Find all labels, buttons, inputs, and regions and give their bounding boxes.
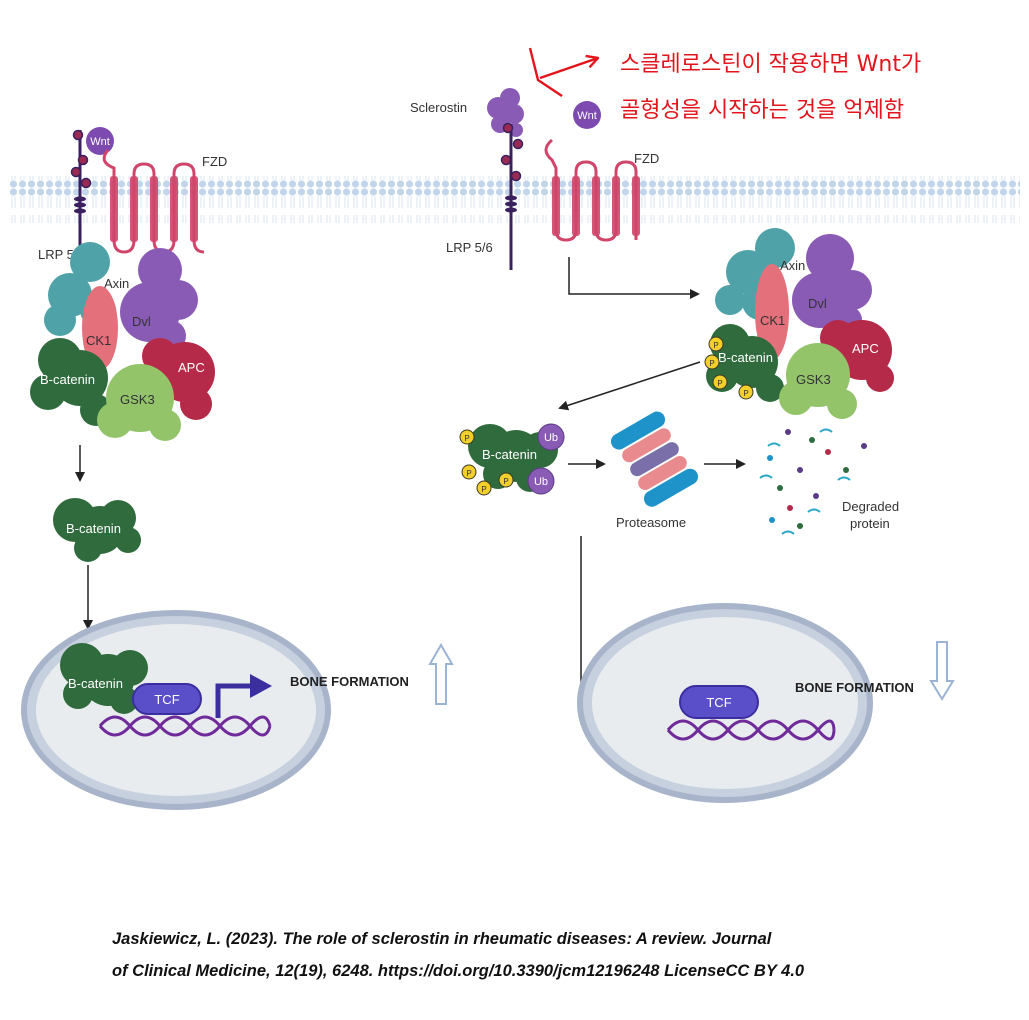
annotation-line-2: 골형성을 시작하는 것을 억제함 [620, 98, 905, 123]
proteasome-label: Proteasome [616, 515, 686, 530]
fzd-receptor-right [544, 138, 638, 242]
bcatenin-label-left-free: B-catenin [66, 521, 121, 536]
bcatenin-label-right-complex: B-catenin [718, 350, 773, 365]
bcatenin-label-ub: B-catenin [482, 447, 537, 462]
apc-label-right: APC [852, 341, 879, 356]
tcf-label-right: TCF [706, 695, 731, 710]
phosphate-label: P [466, 469, 471, 478]
dvl-protein-left [120, 248, 198, 352]
dna-strand-right-b [666, 719, 836, 741]
axin-label-right: Axin [780, 258, 805, 273]
wnt-label-left: Wnt [90, 136, 110, 148]
axin-label-left: Axin [104, 276, 129, 291]
phosphate-label: P [464, 434, 469, 443]
sclerostin-protein [487, 88, 524, 137]
phosphate-label: P [717, 379, 722, 388]
fzd-helices-right [552, 176, 640, 236]
phosphate-label: P [713, 341, 718, 350]
up-arrow-icon [428, 643, 454, 705]
arrow-right-1 [568, 257, 700, 299]
phosphate-group-complex: P P P P [704, 336, 754, 400]
phosphate-label: P [481, 485, 486, 494]
lrp-domains-right [500, 122, 524, 182]
dvl-label-left: Dvl [132, 314, 151, 329]
apc-label-left: APC [178, 360, 205, 375]
lrp-coils-right [505, 195, 517, 213]
lrp-domains-left [70, 129, 92, 189]
phosphate-label: P [743, 389, 748, 398]
phosphate-label: P [503, 477, 508, 486]
gsk3-protein-left [97, 364, 181, 441]
wnt-ligand-left [86, 127, 114, 155]
fzd-label-right: FZD [634, 151, 659, 166]
gsk3-protein-right [779, 343, 857, 419]
tcf-label-left: TCF [154, 692, 179, 707]
fzd-helices-left [110, 176, 198, 242]
ub-label: Ub [534, 476, 548, 488]
bcatenin-label-nucleus: B-catenin [68, 676, 123, 691]
dvl-label-right: Dvl [808, 296, 827, 311]
degraded-protein-label-line2: protein [850, 516, 890, 531]
phosphate-group-ub: P P P P [459, 429, 514, 496]
gsk3-label-left: GSK3 [120, 392, 155, 407]
down-arrow-icon [929, 641, 955, 701]
bcatenin-protein-ub [468, 424, 558, 492]
proteasome [610, 411, 699, 507]
sclerostin-label: Sclerostin [410, 100, 467, 115]
arrow-right-2 [558, 361, 701, 411]
bone-formation-label-right: BONE FORMATION [795, 680, 914, 695]
lrp-coils-left [74, 196, 86, 214]
phosphate-label: P [709, 359, 714, 368]
dna-strand-left-b [98, 715, 272, 737]
bone-formation-label-left: BONE FORMATION [290, 674, 409, 689]
ubiquitin-tags: Ub Ub [527, 423, 565, 495]
annotation-arrow [539, 58, 598, 80]
bcatenin-protein-nucleus [60, 643, 148, 714]
ck1-protein-left [82, 286, 118, 370]
fzd-label-left: FZD [202, 154, 227, 169]
citation-line-2: of Clinical Medicine, 12(19), 6248. http… [112, 962, 805, 980]
annotation-line-1: 스클레로스틴이 작용하면 Wnt가 [620, 52, 922, 77]
ck1-label-right: CK1 [760, 313, 785, 328]
degraded-protein-label-line1: Degraded [842, 499, 899, 514]
gsk3-label-right: GSK3 [796, 372, 831, 387]
tcf-protein-right [679, 685, 759, 719]
ck1-label-left: CK1 [86, 333, 111, 348]
wnt-ligand-right [573, 101, 601, 129]
bcatenin-label-left-complex: B-catenin [40, 372, 95, 387]
ck1-protein-right [755, 264, 789, 360]
degraded-protein-fragments [759, 428, 867, 535]
left-panel: Wnt LRP 5/6 FZD Axin Dvl CK1 APC B-cate [21, 127, 454, 810]
wnt-label-right: Wnt [577, 110, 597, 122]
bcatenin-protein-left-free [53, 498, 141, 562]
transcription-arrow [215, 683, 254, 718]
dvl-protein-right [792, 234, 872, 334]
tcf-protein-left [132, 683, 202, 715]
right-panel: Sclerostin Wnt LRP 5/6 FZD Axin Dvl [410, 47, 955, 803]
lrp-label-right: LRP 5/6 [446, 240, 493, 255]
ub-label: Ub [544, 432, 558, 444]
citation-line-1: Jaskiewicz, L. (2023). The role of scler… [112, 930, 772, 948]
